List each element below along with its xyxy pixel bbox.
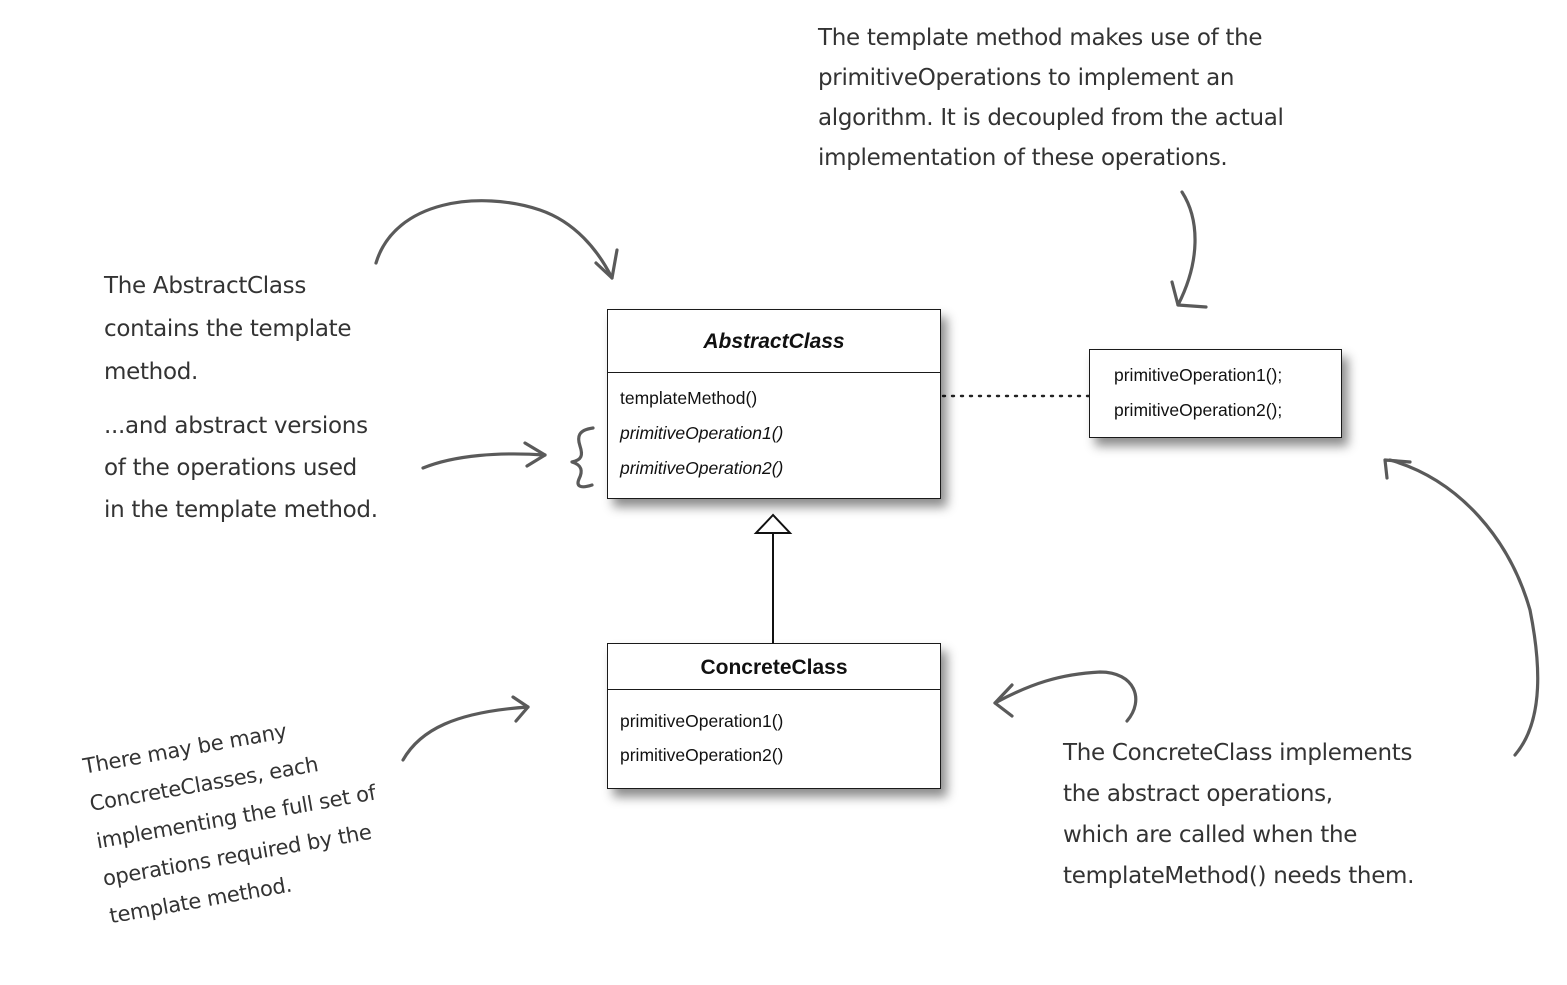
template-method-body: primitiveOperation1(); primitiveOperatio… <box>1090 350 1341 436</box>
annotation-line: algorithm. It is decoupled from the actu… <box>818 105 1284 131</box>
annotation-line: primitiveOperations to implement an <box>818 65 1235 91</box>
abstract-class-box: AbstractClass templateMethod() primitive… <box>607 309 941 499</box>
arrow-long-to-note-box-head <box>1383 458 1412 480</box>
arrow-from-impl-to-concrete <box>993 670 1138 723</box>
arrow-to-note-box-head <box>1170 280 1208 309</box>
arrow-to-abstract-ops <box>421 452 547 470</box>
concrete-primitive-op-1: primitiveOperation1() <box>620 711 784 731</box>
arrow-to-note-box <box>1176 190 1197 307</box>
annotation-line: implementation of these operations. <box>818 145 1228 171</box>
annotation-line: The ConcreteClass implements <box>1063 740 1413 766</box>
template-method-body-note: primitiveOperation1(); primitiveOperatio… <box>1089 349 1342 438</box>
concrete-class-name: ConcreteClass <box>608 644 940 690</box>
concrete-primitive-op-2: primitiveOperation2() <box>620 745 784 765</box>
inheritance-triangle <box>753 513 793 534</box>
abstract-primitive-op-2: primitiveOperation2() <box>620 458 784 478</box>
annotation-line: of the operations used <box>104 455 357 481</box>
annotation-abstract-ops: ...and abstract versions of the operatio… <box>104 405 378 531</box>
annotation-line: The template method makes use of the <box>818 25 1263 51</box>
annotation-concrete-impl: The ConcreteClass implements the abstrac… <box>1063 733 1414 897</box>
annotation-line: which are called when the <box>1063 822 1358 848</box>
annotation-abstract-class: The AbstractClass contains the template … <box>104 265 352 394</box>
arrow-from-impl-to-concrete-head <box>993 683 1014 718</box>
abstract-class-name: AbstractClass <box>608 310 940 373</box>
template-method-op: templateMethod() <box>620 388 758 408</box>
annotation-line: method. <box>104 359 199 385</box>
concrete-class-operations: primitiveOperation1() primitiveOperation… <box>608 690 940 782</box>
annotation-line: ...and abstract versions <box>104 413 368 439</box>
annotation-line: templateMethod() needs them. <box>1063 863 1415 889</box>
arrow-to-concrete-class-head <box>511 695 530 723</box>
annotation-line: in the template method. <box>104 497 378 523</box>
abstract-class-operations: templateMethod() primitiveOperation1() p… <box>608 373 940 496</box>
note-line-1: primitiveOperation1(); <box>1114 365 1283 385</box>
annotation-line: contains the template <box>104 316 352 342</box>
arrow-to-concrete-class <box>401 705 530 762</box>
arrow-to-abstract-ops-head <box>523 441 547 468</box>
note-line-2: primitiveOperation2(); <box>1114 400 1283 420</box>
arrow-to-abstract-class <box>374 199 614 280</box>
concrete-class-box: ConcreteClass primitiveOperation1() prim… <box>607 643 941 789</box>
annotation-template-method: The template method makes use of the pri… <box>818 18 1284 178</box>
abstract-ops-brace <box>570 426 595 489</box>
arrow-long-to-note-box <box>1388 458 1540 757</box>
arrow-to-abstract-class-head <box>594 248 619 280</box>
annotation-line: the abstract operations, <box>1063 781 1333 807</box>
abstract-primitive-op-1: primitiveOperation1() <box>620 423 784 443</box>
annotation-line: The AbstractClass <box>104 273 307 299</box>
